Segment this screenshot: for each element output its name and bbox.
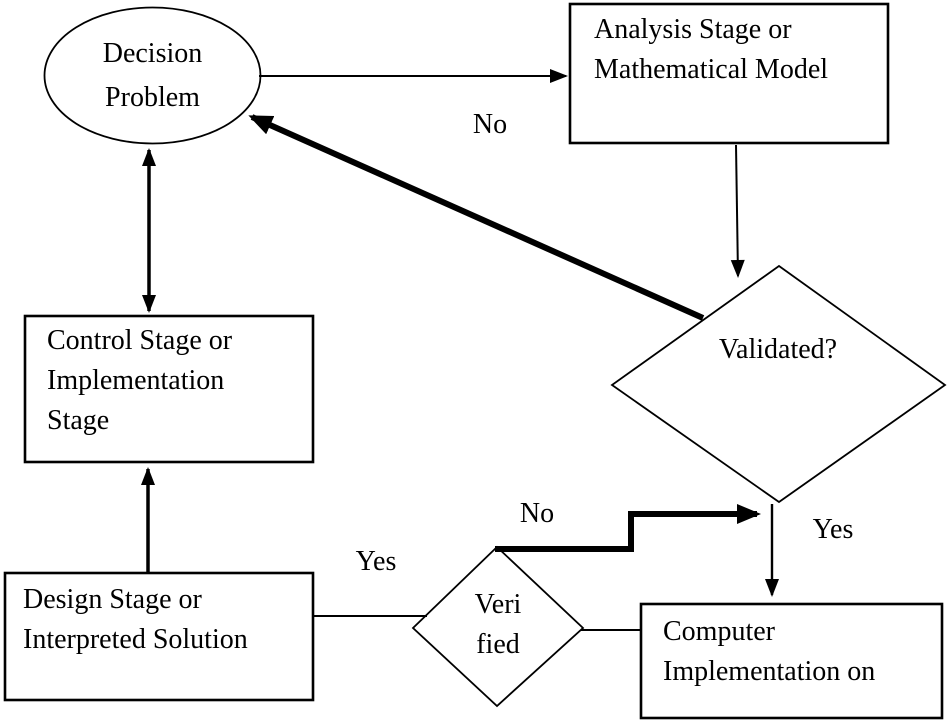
design-stage-line2: Interpreted Solution	[23, 624, 248, 655]
computer-implementation-line2: Implementation on	[663, 656, 876, 687]
edge-label-yes-validated-to-computer: Yes	[812, 514, 854, 545]
verified-label: Veri fied	[413, 585, 583, 665]
control-stage-box	[23, 314, 315, 464]
analysis-stage-label: Analysis Stage or Mathematical Model	[594, 10, 828, 90]
analysis-stage-box	[568, 2, 890, 145]
control-stage-line2: Implementation	[47, 365, 225, 396]
analysis-stage-line1: Analysis Stage or	[594, 14, 792, 45]
validated-diamond	[610, 264, 947, 504]
edge-analysis-to-validated	[730, 144, 745, 278]
design-stage-label: Design Stage or Interpreted Solution	[23, 580, 248, 660]
validated-label: Validated?	[660, 330, 896, 370]
validated-line1: Validated?	[718, 334, 838, 365]
computer-implementation-label: Computer Implementation on	[663, 612, 875, 692]
decision-problem-line1: Decision	[102, 38, 203, 69]
design-stage-box	[3, 571, 315, 702]
verified-diamond	[411, 545, 585, 708]
control-stage-line1: Control Stage or	[47, 325, 233, 356]
design-stage-line1: Design Stage or	[23, 584, 202, 615]
edge-verified-no-elbow	[495, 504, 761, 552]
control-stage-line3: Stage	[47, 405, 110, 436]
edge-label-no-verified-elbow: No	[519, 498, 555, 529]
edge-label-yes-design-to-verified: Yes	[355, 546, 397, 577]
control-stage-label: Control Stage or Implementation Stage	[47, 321, 232, 441]
analysis-stage-line2: Mathematical Model	[594, 54, 829, 85]
edge-validated-no-to-decision	[248, 114, 705, 321]
verified-line1: Veri	[474, 589, 522, 620]
edge-label-no-validated-to-decision: No	[472, 109, 508, 140]
computer-implementation-box	[639, 602, 944, 720]
decision-problem-line2: Problem	[105, 82, 200, 113]
decision-problem-label: Decision Problem	[45, 32, 260, 120]
computer-implementation-line1: Computer	[663, 616, 775, 647]
verified-line2: fied	[476, 629, 520, 660]
